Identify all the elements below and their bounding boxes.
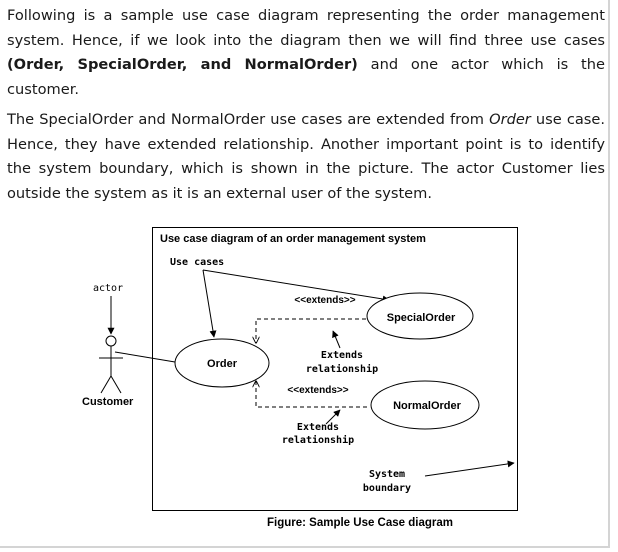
- usecase-normal-order-label: NormalOrder: [393, 400, 462, 412]
- actor-customer-label: Customer: [82, 396, 134, 408]
- usecase-special-order-label: SpecialOrder: [387, 312, 456, 324]
- use-cases-label: Use cases: [170, 257, 224, 268]
- paragraph1-text-start: Following is a sample use case diagram r…: [7, 7, 605, 49]
- extends-relationship-1-line2: relationship: [306, 363, 378, 375]
- use-cases-pointer-order: [202, 269, 217, 338]
- paragraph1-use-cases-bold: (Order, SpecialOrder, and NormalOrder): [7, 56, 358, 73]
- system-boundary-pointer: [424, 460, 515, 477]
- system-boundary-line1: System: [369, 469, 405, 480]
- paragraph2-order-italic: Order: [489, 111, 531, 128]
- extends-label-1: <<extends>>: [294, 295, 355, 306]
- intro-paragraph: Following is a sample use case diagram r…: [7, 4, 605, 102]
- actor-label: actor: [93, 283, 123, 294]
- usecase-order: [174, 338, 270, 388]
- extends-relationship-2-line1: Extends: [297, 422, 339, 433]
- extends-relationship-2-line2: relationship: [282, 434, 354, 446]
- diagram-title: Use case diagram of an order management …: [160, 233, 426, 245]
- extends-relationship-pointer-2: [325, 409, 341, 425]
- extends-label-2: <<extends>>: [287, 385, 348, 396]
- use-cases-pointer-special: [202, 269, 390, 303]
- system-boundary-line2: boundary: [363, 483, 411, 494]
- customer-actor-figure: [99, 335, 123, 394]
- paragraph2-text-start: The SpecialOrder and NormalOrder use cas…: [7, 111, 490, 128]
- paragraph1-text-end: and one actor which is the customer.: [7, 56, 605, 98]
- usecase-special-order: [366, 292, 474, 340]
- extends-relationship-pointer-1: [332, 330, 341, 349]
- actor-order-association: [114, 351, 176, 363]
- extends-connector-normal: [256, 381, 370, 408]
- extends-paragraph: The SpecialOrder and NormalOrder use cas…: [7, 108, 605, 206]
- extends-relationship-1-line1: Extends: [321, 350, 363, 361]
- system-boundary-box: [152, 227, 518, 511]
- usecase-normal-order: [370, 380, 480, 430]
- usecase-order-label: Order: [207, 358, 238, 370]
- paragraph2-text-end: use case. Hence, they have extended rela…: [7, 111, 606, 202]
- extends-connector-special: [256, 318, 366, 343]
- figure-caption: Figure: Sample Use Case diagram: [267, 517, 453, 529]
- content-frame: [0, 0, 610, 548]
